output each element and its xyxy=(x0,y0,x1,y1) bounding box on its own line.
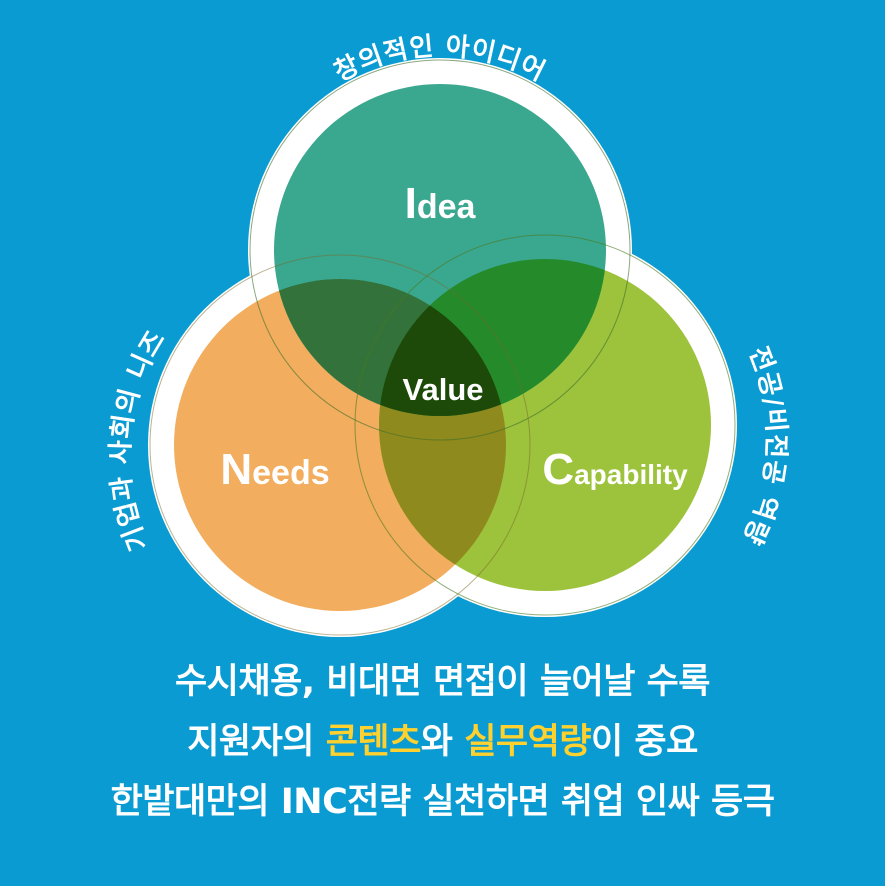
needs-label: Needs xyxy=(220,445,329,494)
idea-label: Idea xyxy=(405,179,477,228)
caption-line-3: 한밭대만의 INC전략 실천하면 취업 인싸 등극 xyxy=(110,782,775,822)
highlight-practical-skills: 실무역량 xyxy=(464,722,591,762)
right-arc-label: 전공/비전공 역량 xyxy=(736,343,791,549)
capability-label: Capability xyxy=(542,445,688,494)
venn-diagram: Idea Needs Capability Value 창의적인 아이디어 기업… xyxy=(106,32,791,637)
highlight-content: 콘텐츠 xyxy=(325,722,422,762)
caption-line-2: 지원자의 콘텐츠와 실무역량이 중요 xyxy=(187,722,698,762)
caption-line-1: 수시채용, 비대면 면접이 늘어날 수록 xyxy=(174,662,711,702)
center-overlap xyxy=(379,279,506,416)
value-label: Value xyxy=(403,372,484,407)
